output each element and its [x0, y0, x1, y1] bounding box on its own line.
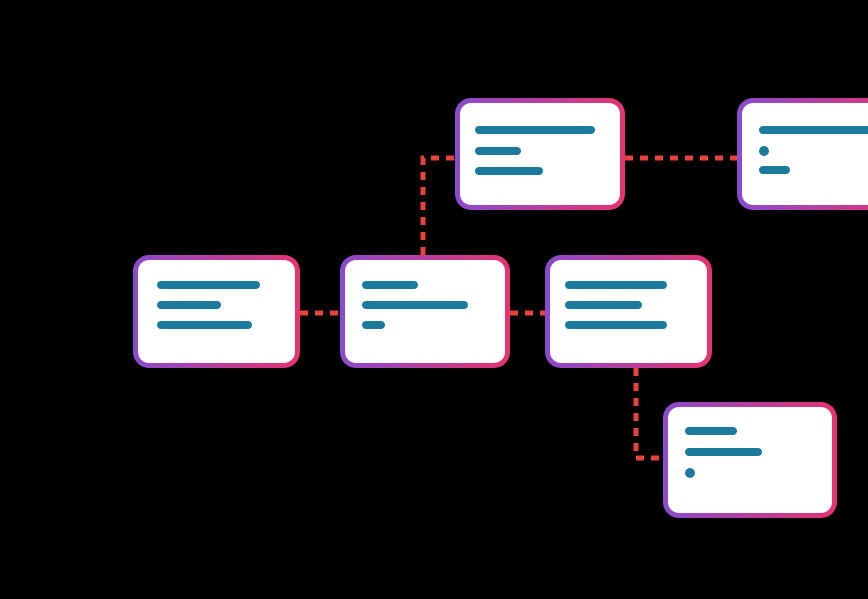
bullet-dot [685, 468, 695, 478]
flow-node-top-right [737, 98, 868, 210]
text-line-bar [157, 301, 221, 309]
text-line-bar [565, 301, 642, 309]
text-line-bar [565, 321, 667, 329]
flow-node-mid-left [133, 255, 300, 368]
bullet-dot [759, 146, 769, 156]
connector-mid-right-to-bottom-right [633, 368, 663, 461]
text-line-bar [362, 301, 468, 309]
text-line-bar [475, 167, 543, 175]
text-line-bar [759, 126, 868, 134]
connector-mid-center-to-top-center [420, 155, 455, 255]
text-line-bar [685, 427, 737, 435]
text-line-bar [157, 281, 260, 289]
text-line-bar [759, 166, 790, 174]
flow-node-mid-right [545, 255, 712, 368]
text-line-bar [362, 321, 385, 329]
text-line-bar [475, 147, 521, 155]
text-line-bar [475, 126, 595, 134]
flow-node-bottom-right [663, 402, 837, 518]
flow-node-mid-center [340, 255, 510, 368]
text-line-bar [565, 281, 667, 289]
text-line-bar [362, 281, 418, 289]
text-line-bar [685, 448, 762, 456]
text-line-bar [157, 321, 252, 329]
